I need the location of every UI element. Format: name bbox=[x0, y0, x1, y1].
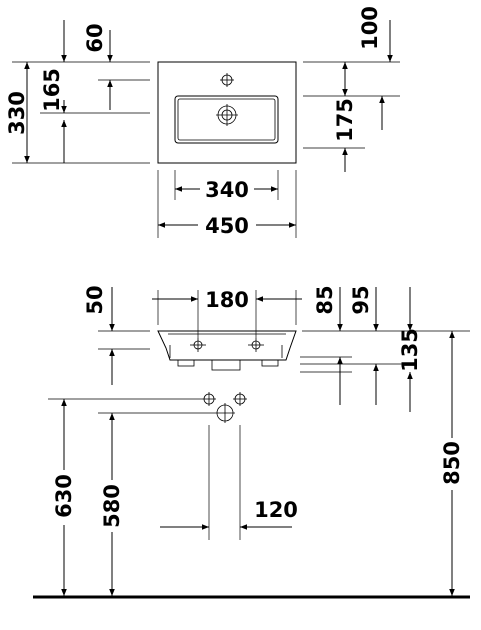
drain-hole-icon bbox=[216, 104, 238, 126]
drain-right bbox=[261, 359, 279, 367]
supply-left-icon bbox=[202, 392, 216, 406]
dim-135-label: 135 bbox=[398, 328, 422, 372]
top-view: 330 165 60 100 175 340 450 bbox=[5, 6, 400, 238]
dim-340-label: 340 bbox=[205, 178, 249, 202]
drain-left bbox=[177, 359, 195, 367]
dim-60-label: 60 bbox=[83, 23, 107, 52]
dim-180-label: 180 bbox=[205, 288, 249, 312]
dim-120-label: 120 bbox=[254, 498, 298, 522]
front-view: 50 180 85 95 135 850 630 580 120 bbox=[33, 285, 470, 599]
basin-outline bbox=[157, 61, 297, 164]
dim-330-label: 330 bbox=[5, 91, 29, 135]
dim-850-label: 850 bbox=[440, 441, 464, 485]
waste-outlet-icon bbox=[215, 403, 235, 423]
supply-right-icon bbox=[233, 392, 247, 406]
tap-hole-left-icon bbox=[190, 338, 206, 352]
dim-85-label: 85 bbox=[313, 285, 337, 314]
dim-175-label: 175 bbox=[333, 98, 357, 142]
dim-165-label: 165 bbox=[40, 68, 64, 112]
tap-hole-right-icon bbox=[248, 338, 264, 352]
tap-hole-icon bbox=[220, 73, 234, 87]
dim-630-label: 630 bbox=[52, 474, 76, 518]
drain-center bbox=[211, 359, 241, 371]
basin-profile bbox=[157, 330, 297, 361]
bowl-outline bbox=[174, 95, 279, 144]
dim-95-label: 95 bbox=[349, 285, 373, 314]
dim-50-label: 50 bbox=[83, 285, 107, 314]
bowl-inner-outline bbox=[177, 98, 276, 141]
dim-450-label: 450 bbox=[205, 214, 249, 238]
dim-580-label: 580 bbox=[100, 484, 124, 528]
dim-100-label: 100 bbox=[358, 6, 382, 50]
